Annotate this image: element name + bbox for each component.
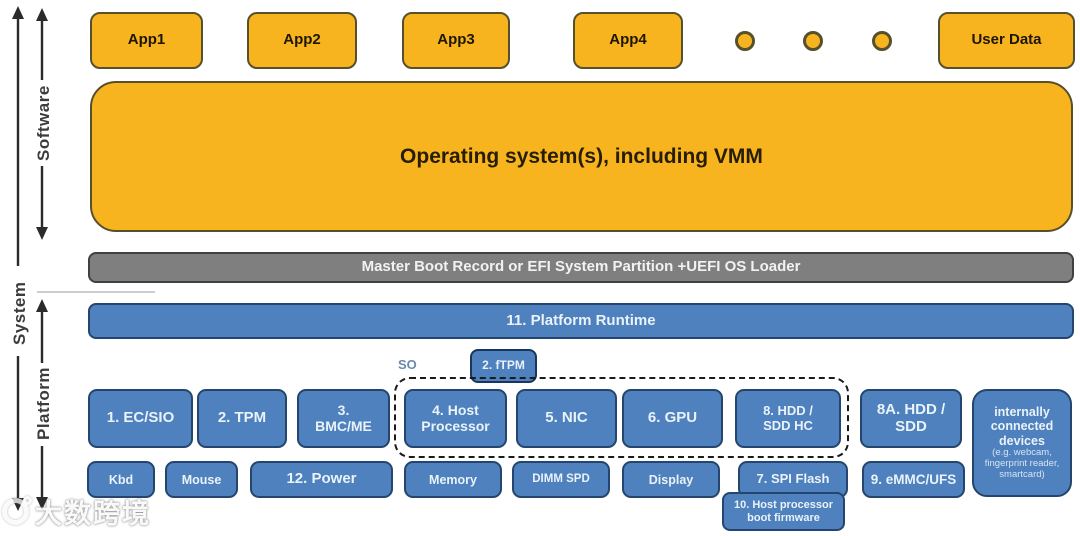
hw-box-mouse: Mouse bbox=[165, 461, 238, 498]
app1-box: App1 bbox=[90, 12, 203, 69]
axis-label-platform: Platform bbox=[34, 367, 53, 441]
axis-arrows bbox=[12, 6, 48, 511]
hw-box-ec-sio: 1. EC/SIO bbox=[88, 389, 193, 448]
hw-box-bmc-me: 3. BMC/ME bbox=[297, 389, 390, 448]
ellipsis-dot bbox=[735, 31, 755, 51]
hw-box-gpu: 6. GPU bbox=[622, 389, 723, 448]
system-range-arrow bbox=[12, 6, 24, 511]
hw-box-host-processor: 4. Host Processor bbox=[404, 389, 507, 448]
hw-box-boot-firmware: 10. Host processor boot firmware bbox=[722, 492, 845, 531]
soc-dashed-outline bbox=[394, 377, 849, 458]
user-data-box: User Data bbox=[938, 12, 1075, 69]
platform-range-arrow bbox=[36, 299, 48, 510]
hw-box-display: Display bbox=[622, 461, 720, 498]
platform-runtime-bar: 11. Platform Runtime bbox=[88, 303, 1074, 339]
ellipsis-dot bbox=[872, 31, 892, 51]
watermark: 大数跨境 bbox=[2, 492, 151, 531]
internal-devices-examples: (e.g. webcam, fingerprint reader, smartc… bbox=[984, 447, 1060, 481]
hw-box-tpm: 2. TPM bbox=[197, 389, 287, 448]
watermark-text: 大数跨境 bbox=[35, 499, 151, 529]
hw-box-dimm-spd: DIMM SPD bbox=[512, 461, 610, 498]
section-divider-line bbox=[37, 291, 155, 293]
hw-box-hdd-sdd-hc: 8. HDD / SDD HC bbox=[735, 389, 841, 448]
soc-label: SO bbox=[398, 357, 417, 372]
hw-box-memory: Memory bbox=[404, 461, 502, 498]
internal-devices-title: internally connected devices bbox=[990, 405, 1054, 448]
hw-box-hdd-sdd: 8A. HDD / SDD bbox=[860, 389, 962, 448]
axis-label-system: System bbox=[10, 281, 29, 345]
software-range-arrow bbox=[36, 8, 48, 240]
app2-box: App2 bbox=[247, 12, 357, 69]
hw-box-nic: 5. NIC bbox=[516, 389, 617, 448]
app3-box: App3 bbox=[402, 12, 510, 69]
hw-box-kbd: Kbd bbox=[87, 461, 155, 498]
app4-box: App4 bbox=[573, 12, 683, 69]
hw-box-emmc-ufs: 9. eMMC/UFS bbox=[862, 461, 965, 498]
watermark-logo-icon bbox=[2, 496, 32, 525]
axis-label-software: Software bbox=[34, 85, 53, 161]
ellipsis-dot bbox=[803, 31, 823, 51]
boot-loader-bar: Master Boot Record or EFI System Partiti… bbox=[88, 252, 1074, 283]
operating-system-box: Operating system(s), including VMM bbox=[90, 81, 1073, 232]
hw-box-power: 12. Power bbox=[250, 461, 393, 498]
